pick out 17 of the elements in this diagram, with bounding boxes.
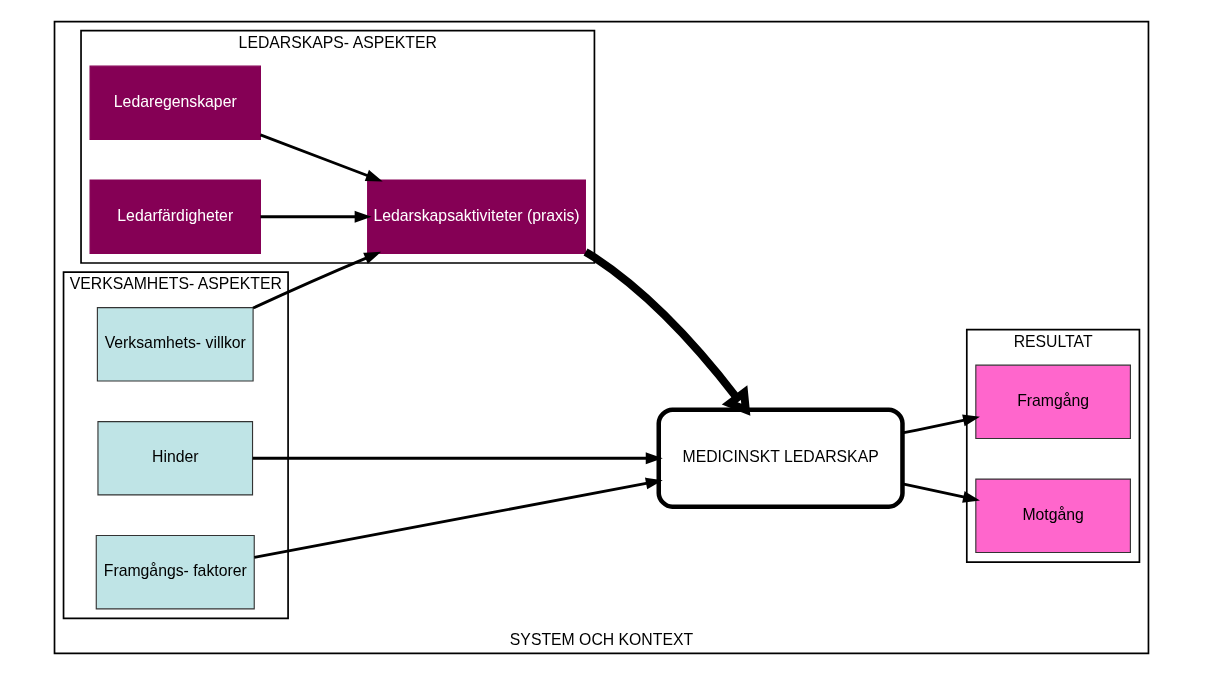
arrow	[901, 482, 980, 503]
arrow	[259, 210, 372, 223]
node-box: Ledaregenskaper	[89, 65, 261, 141]
node-box: Ledarskapsaktiviteter (praxis)	[366, 179, 586, 254]
arrow	[259, 133, 383, 182]
arrow	[252, 251, 381, 310]
node-box: Hinder	[96, 421, 253, 496]
arrow	[253, 477, 663, 559]
node-box: Framgångs- faktorer	[95, 534, 255, 610]
arrow	[583, 248, 750, 416]
node-box: Ledarfärdigheter	[89, 179, 261, 254]
node-box: Motgång	[974, 478, 1131, 553]
node-box: Framgång	[974, 364, 1131, 440]
node-box: Verksamhets- villkor	[96, 307, 254, 382]
arrow	[252, 452, 663, 465]
arrow	[901, 414, 980, 435]
node-box: MEDICINSKT LEDARSKAP	[656, 407, 905, 509]
